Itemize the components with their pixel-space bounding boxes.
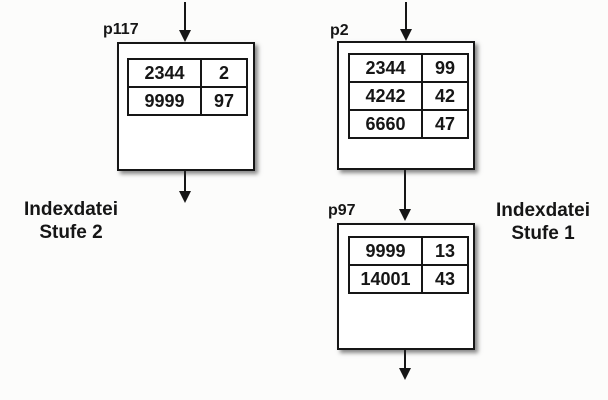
pointer-cell: 97 (200, 86, 248, 116)
table-row: 2344 99 (348, 53, 469, 83)
caption-line: Indexdatei (24, 199, 118, 220)
node-box-p2: 2344 99 4242 42 6660 47 (337, 41, 475, 170)
arrow-shaft (405, 2, 407, 30)
arrow-head (179, 30, 191, 42)
caption-line: Stufe 2 (39, 222, 103, 243)
arrow-down-out-of-p117-icon (179, 171, 191, 203)
key-cell: 2344 (127, 58, 202, 88)
table-row: 6660 47 (348, 109, 469, 139)
pointer-cell: 13 (421, 236, 469, 266)
arrow-down-into-p117-icon (179, 2, 191, 42)
key-cell: 4242 (348, 81, 423, 111)
table-row: 2344 2 (127, 58, 248, 88)
node-label-p2: p2 (330, 22, 349, 39)
node-label-p97: p97 (328, 202, 356, 219)
table-row: 4242 42 (348, 81, 469, 111)
arrow-head (399, 368, 411, 380)
caption-indexdatei-stufe-2: Indexdatei Stufe 2 (6, 198, 136, 244)
arrow-head (400, 29, 412, 41)
arrow-head (399, 209, 411, 221)
arrow-shaft (404, 350, 406, 369)
caption-line: Indexdatei (496, 200, 590, 221)
pointer-cell: 42 (421, 81, 469, 111)
key-cell: 9999 (348, 236, 423, 266)
table-row: 9999 13 (348, 236, 469, 266)
table-row: 14001 43 (348, 264, 469, 294)
key-cell: 6660 (348, 109, 423, 139)
key-cell: 9999 (127, 86, 202, 116)
node-table-p117: 2344 2 9999 97 (127, 58, 248, 116)
arrow-down-out-of-p97-icon (399, 350, 411, 380)
pointer-cell: 99 (421, 53, 469, 83)
node-table-p2: 2344 99 4242 42 6660 47 (348, 53, 469, 139)
arrow-head (179, 191, 191, 203)
arrow-shaft (404, 170, 406, 210)
key-cell: 14001 (348, 264, 423, 294)
arrow-shaft (184, 171, 186, 192)
pointer-cell: 43 (421, 264, 469, 294)
arrow-p2-to-p97-icon (399, 170, 411, 221)
arrow-shaft (184, 2, 186, 31)
pointer-cell: 47 (421, 109, 469, 139)
node-label-p117: p117 (103, 21, 139, 38)
caption-indexdatei-stufe-1: Indexdatei Stufe 1 (478, 199, 608, 245)
node-box-p97: 9999 13 14001 43 (337, 223, 475, 350)
arrow-down-into-p2-icon (400, 2, 412, 41)
pointer-cell: 2 (200, 58, 248, 88)
table-row: 9999 97 (127, 86, 248, 116)
key-cell: 2344 (348, 53, 423, 83)
node-box-p117: 2344 2 9999 97 (117, 42, 255, 171)
node-table-p97: 9999 13 14001 43 (348, 236, 469, 294)
caption-line: Stufe 1 (511, 223, 575, 244)
